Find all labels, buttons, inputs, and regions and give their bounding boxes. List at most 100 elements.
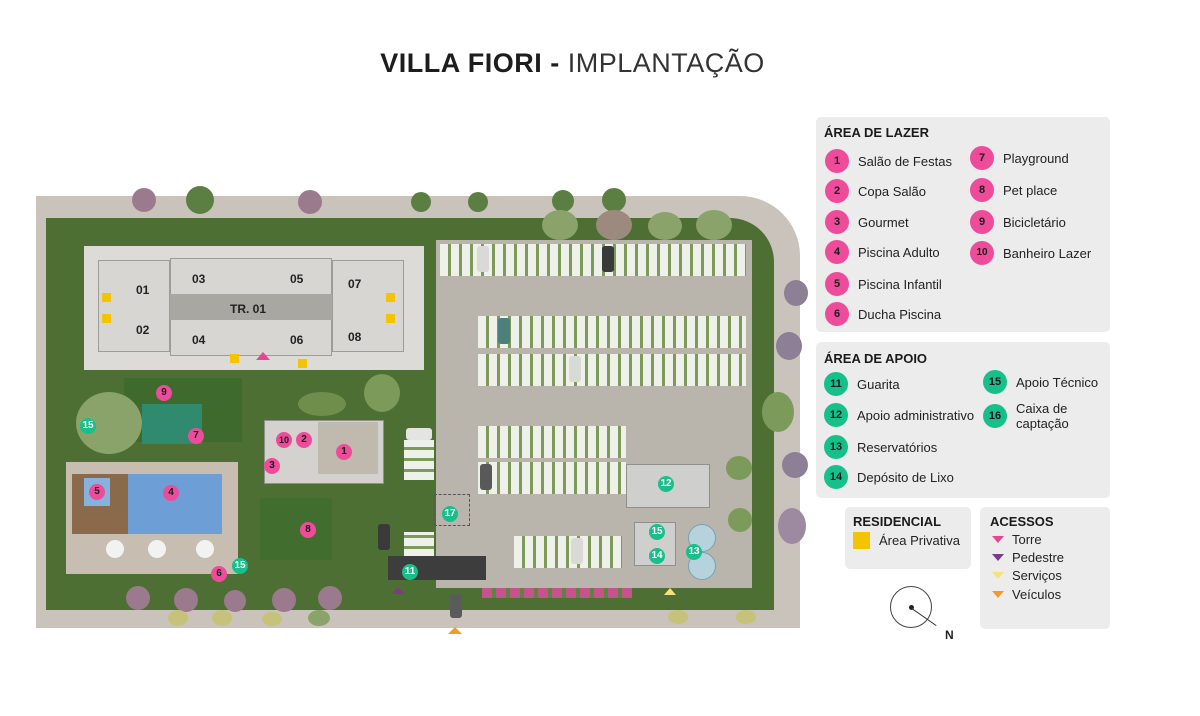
marker-13: 13	[686, 544, 702, 560]
private-area-marker	[102, 293, 111, 302]
tree	[298, 392, 346, 416]
tree	[696, 210, 732, 240]
marker-9: 9	[156, 385, 172, 401]
marker-15-pool: 15	[80, 418, 96, 434]
marker-7: 7	[188, 428, 204, 444]
legend-residencial-title: RESIDENCIAL	[853, 514, 942, 529]
marker-14: 14	[649, 548, 665, 564]
tree	[262, 612, 282, 626]
legend-item: Serviços	[992, 568, 1062, 583]
legend-item: Pedestre	[992, 550, 1064, 565]
tower-label: TR. 01	[230, 302, 267, 316]
tree	[778, 508, 806, 544]
legend-apoio-title: ÁREA DE APOIO	[824, 351, 928, 366]
marker-3: 3	[264, 458, 280, 474]
car	[498, 318, 510, 344]
tree	[272, 588, 296, 612]
marker-11: 11	[402, 564, 418, 580]
flower-bed	[482, 588, 632, 598]
parking-row	[478, 316, 746, 348]
tower-access-icon	[256, 352, 270, 360]
car	[450, 594, 462, 618]
marker-15-deck: 15	[232, 558, 248, 574]
parking-row	[514, 536, 622, 568]
unit-07: 07	[348, 277, 362, 291]
pedestrian-access-icon	[392, 587, 404, 594]
unit-05: 05	[290, 272, 304, 286]
compass-icon	[890, 586, 937, 628]
legend-acessos-title: ACESSOS	[990, 514, 1054, 529]
parking-row	[478, 462, 626, 494]
tower-wing	[98, 260, 170, 352]
parking-row	[404, 440, 434, 480]
marker-6: 6	[211, 566, 227, 582]
tower-corridor	[170, 294, 332, 320]
tree	[776, 332, 802, 360]
tree	[168, 610, 188, 626]
service-access-icon	[664, 588, 676, 595]
marker-17: 17	[442, 506, 458, 522]
tree	[132, 188, 156, 212]
marker-10: 10	[276, 432, 292, 448]
tree	[212, 610, 232, 626]
umbrella	[196, 540, 214, 558]
catch-basin-area	[434, 494, 470, 526]
parking-row	[478, 354, 746, 386]
marker-1: 1	[336, 444, 352, 460]
pet-place-area	[260, 498, 332, 560]
car	[477, 246, 489, 272]
tree	[736, 610, 756, 624]
marker-8: 8	[300, 522, 316, 538]
unit-04: 04	[192, 333, 206, 347]
unit-08: 08	[348, 330, 362, 344]
umbrella	[148, 540, 166, 558]
tree	[298, 190, 322, 214]
umbrella	[106, 540, 124, 558]
marker-12: 12	[658, 476, 674, 492]
tree	[126, 586, 150, 610]
legend-item: Veículos	[992, 587, 1061, 602]
car	[571, 538, 583, 564]
unit-02: 02	[136, 323, 150, 337]
private-area-marker	[298, 359, 307, 368]
car	[569, 356, 581, 382]
marker-4: 4	[163, 485, 179, 501]
marker-15-support: 15	[649, 524, 665, 540]
tree	[186, 186, 214, 214]
car	[480, 464, 492, 490]
tree	[318, 586, 342, 610]
vehicle-access-icon	[992, 591, 1004, 598]
unit-01: 01	[136, 283, 150, 297]
private-area-marker	[230, 354, 239, 363]
tree	[782, 452, 808, 478]
tree	[552, 190, 574, 212]
tree	[308, 610, 330, 626]
unit-03: 03	[192, 272, 206, 286]
tree	[224, 590, 246, 612]
tree	[411, 192, 431, 212]
tree	[542, 210, 578, 240]
private-area-marker	[102, 314, 111, 323]
car	[602, 246, 614, 272]
tower-access-icon	[992, 536, 1004, 543]
private-area-marker	[386, 293, 395, 302]
service-access-icon	[992, 572, 1004, 579]
legend-lazer-title: ÁREA DE LAZER	[824, 125, 929, 140]
parking-row	[440, 244, 746, 276]
tree	[728, 508, 752, 532]
